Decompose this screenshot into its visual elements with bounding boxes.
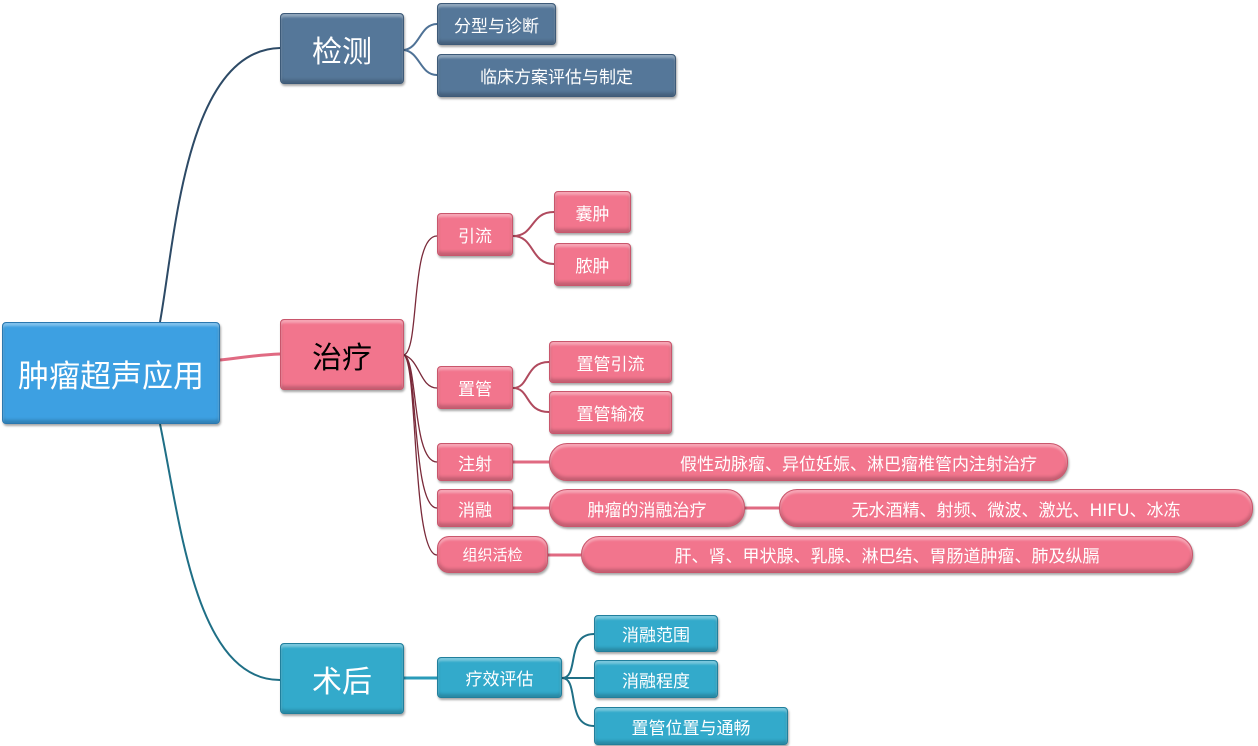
node-ablation-range[interactable]: 消融范围 — [594, 615, 718, 652]
node-ablation-methods[interactable]: 无水酒精、射频、微波、激光、HIFU、冰冻 — [779, 489, 1253, 527]
node-catheter[interactable]: 置管 — [437, 366, 513, 409]
node-treatment[interactable]: 治疗 — [280, 319, 404, 390]
node-abscess[interactable]: 脓肿 — [554, 243, 631, 286]
node-tumor-ablation[interactable]: 肿瘤的消融治疗 — [549, 489, 745, 527]
node-biopsy[interactable]: 组织活检 — [437, 536, 548, 573]
node-clinical-plan[interactable]: 临床方案评估与制定 — [437, 54, 676, 97]
node-post-op[interactable]: 术后 — [280, 643, 404, 714]
node-biopsy-detail[interactable]: 肝、肾、甲状腺、乳腺、淋巴结、胃肠道肿瘤、肺及纵膈 — [581, 536, 1193, 573]
node-ablation-degree[interactable]: 消融程度 — [594, 660, 718, 698]
node-injection-detail[interactable]: 假性动脉瘤、异位妊娠、淋巴瘤椎管内注射治疗 — [549, 443, 1068, 481]
node-injection[interactable]: 注射 — [437, 443, 513, 481]
root-node[interactable]: 肿瘤超声应用 — [2, 322, 220, 424]
node-detect[interactable]: 检测 — [280, 13, 404, 84]
node-drainage[interactable]: 引流 — [437, 213, 513, 256]
node-catheter-position[interactable]: 置管位置与通畅 — [594, 707, 788, 745]
node-cyst[interactable]: 囊肿 — [554, 191, 631, 233]
node-catheter-drainage[interactable]: 置管引流 — [549, 341, 672, 383]
node-ablation[interactable]: 消融 — [437, 489, 513, 527]
node-efficacy-eval[interactable]: 疗效评估 — [437, 657, 562, 698]
node-catheter-infusion[interactable]: 置管输液 — [549, 391, 672, 434]
node-typing-diagnosis[interactable]: 分型与诊断 — [437, 3, 556, 45]
